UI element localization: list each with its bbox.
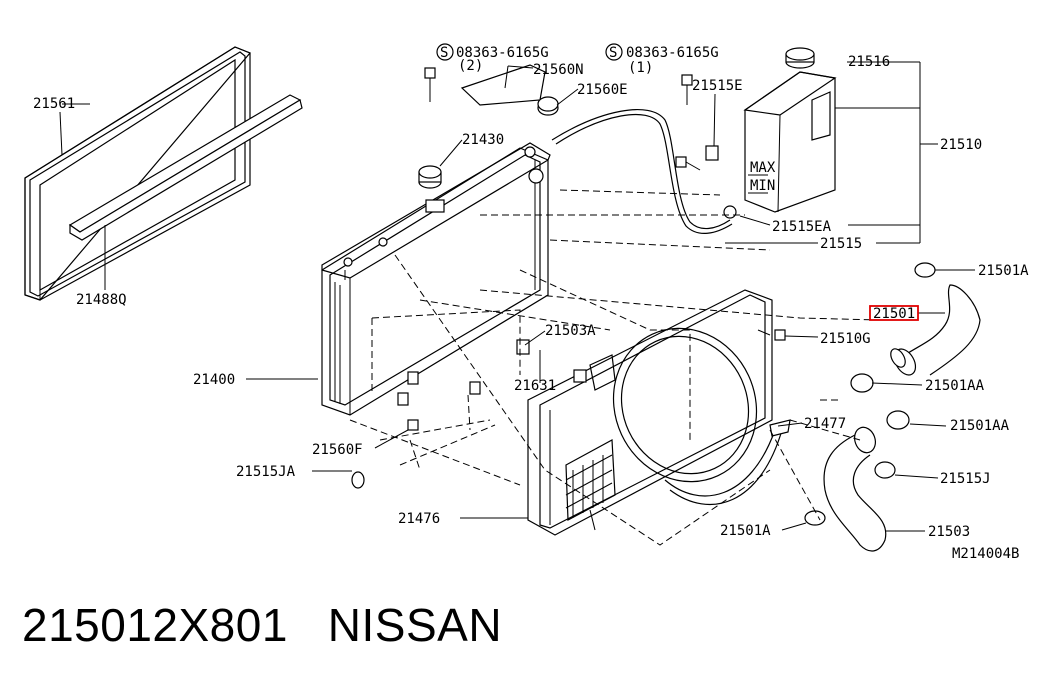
label-08363-a: 08363-6165G [456,45,549,61]
label-21510g: 21510G [820,331,871,347]
part-21400-radiator [321,142,551,416]
part-21561-seal [24,46,251,301]
label-08363-b-qty: (1) [628,60,653,76]
svg-text:S: S [440,45,448,61]
label-21515ja: 21515JA [236,464,296,480]
caption-part-number: 215012X801 [22,599,288,651]
label-21503a: 21503A [545,323,596,339]
label-08363-b: 08363-6165G [626,45,719,61]
highlighted-part-box [869,305,919,321]
fasteners [397,64,786,431]
label-21501a-bottom: 21501A [720,523,771,539]
hose-clamps [351,262,936,526]
label-21501-highlighted: 21501 [873,306,915,322]
part-21501-upper-hose [890,284,981,376]
label-21515e: 21515E [692,78,743,94]
part-21476-shroud [527,289,773,536]
part-21488q-bracket [68,94,303,241]
reference-dashed-lines [349,189,881,546]
label-21515j: 21515J [940,471,991,487]
label-21476: 21476 [398,511,440,527]
label-21516: 21516 [848,54,890,70]
label-21501aa-2: 21501AA [950,418,1010,434]
label-21501aa-1: 21501AA [925,378,985,394]
label-21560f: 21560F [312,442,363,458]
screw-symbol-icon: S [436,43,454,61]
diagram-code: M214004B [952,546,1019,562]
label-21560n: 21560N [533,62,584,78]
label-21400: 21400 [193,372,235,388]
label-21631: 21631 [514,378,556,394]
label-21501a-top: 21501A [978,263,1029,279]
label-21488q: 21488Q [76,292,127,308]
label-08363-a-qty: (2) [458,58,483,74]
part-21516-tank-cap [785,47,815,69]
label-21510: 21510 [940,137,982,153]
leader-lines [62,61,975,532]
label-21560e: 21560E [577,82,628,98]
svg-text:MAX: MAX [750,160,776,176]
label-21430: 21430 [462,132,504,148]
svg-text:S: S [609,45,617,61]
part-21510-reservoir: MAX MIN [743,71,837,213]
screw-symbol-icon: S [605,43,623,61]
part-caption: 215012X801 NISSAN [22,598,502,652]
label-21561: 21561 [33,96,75,112]
part-21503-lower-hose [823,426,887,552]
part-21477-hose-guide [664,419,791,505]
caption-brand: NISSAN [327,599,503,651]
label-21515: 21515 [820,236,862,252]
label-21503: 21503 [928,524,970,540]
label-21477: 21477 [804,416,846,432]
part-21430-radiator-cap [418,165,445,213]
overflow-tube [551,109,731,230]
svg-text:MIN: MIN [750,178,775,194]
label-21515ea: 21515EA [772,219,832,235]
